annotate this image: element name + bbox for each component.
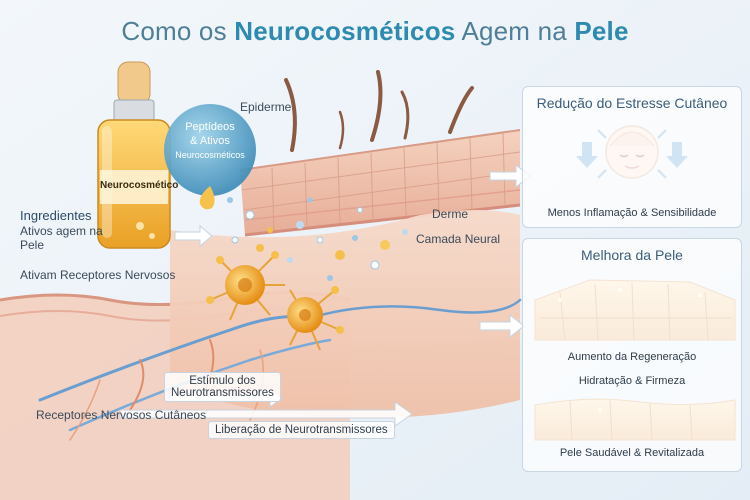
serum-drop bbox=[199, 186, 215, 210]
title-middle: Agem na bbox=[461, 16, 567, 46]
active-particles bbox=[227, 197, 408, 281]
panel-skin-title: Melhora da Pele bbox=[581, 247, 683, 263]
title-highlight-2: Pele bbox=[574, 16, 629, 46]
panel-stress-reduction: Redução do Estresse Cutâneo Menos Inflam… bbox=[522, 86, 742, 228]
bubble-line-1: Peptídeos bbox=[185, 121, 235, 133]
panel-stress-caption: Menos Inflamação & Sensibilidade bbox=[547, 207, 717, 219]
dermis-layer bbox=[170, 210, 520, 418]
label-camada-neural: Camada Neural bbox=[416, 232, 501, 246]
panel-skin-caption-3: Pele Saudável & Revitalizada bbox=[559, 447, 705, 459]
label-receptores: Receptores Nervosos Cutâneos bbox=[36, 408, 207, 422]
label-ingredientes-line3: Pele bbox=[20, 238, 45, 252]
actives-bubble-text: Peptídeos & Ativos Neurocosméticos bbox=[164, 120, 256, 162]
label-ingredientes-line2: Ativos agem na bbox=[20, 224, 103, 238]
label-derme: Derme bbox=[432, 207, 469, 221]
label-estimulo-line2: Neurotransmissores bbox=[171, 387, 274, 399]
title-highlight-1: Neurocosméticos bbox=[234, 16, 456, 46]
title-prefix: Como os bbox=[121, 16, 227, 46]
panel-skin-caption-2: Hidratação & Firmeza bbox=[578, 375, 686, 387]
label-epiderme: Epiderme bbox=[240, 100, 292, 114]
page-title: Como os Neurocosméticos Agem na Pele bbox=[0, 16, 750, 47]
serum-bottle bbox=[97, 61, 171, 249]
panel-stress-title: Redução do Estresse Cutâneo bbox=[536, 95, 728, 111]
panel-skin-improvement: Melhora da Pele Aumento da Regeneração H… bbox=[522, 238, 742, 472]
label-estimulo-line1: Estímulo dos bbox=[189, 375, 256, 387]
actives-bubble bbox=[164, 104, 256, 196]
epidermis-block bbox=[239, 129, 521, 237]
hair-strands bbox=[284, 70, 474, 152]
panel-skin-caption-1: Aumento da Regeneração bbox=[567, 351, 697, 363]
bubble-line-3: Neurocosméticos bbox=[175, 150, 245, 160]
label-ativam: Ativam Receptores Nervosos bbox=[20, 268, 176, 282]
label-liberacao: Liberação de Neurotransmissores bbox=[208, 421, 395, 439]
neuron-2 bbox=[287, 286, 344, 351]
label-estimulo: Estímulo dos Neurotransmissores bbox=[164, 372, 281, 402]
label-ingredientes-title: Ingredientes bbox=[20, 208, 92, 223]
bottle-label: Neurocosmético bbox=[100, 180, 179, 191]
neuron-1 bbox=[206, 251, 285, 321]
bubble-line-2: & Ativos bbox=[190, 135, 230, 147]
